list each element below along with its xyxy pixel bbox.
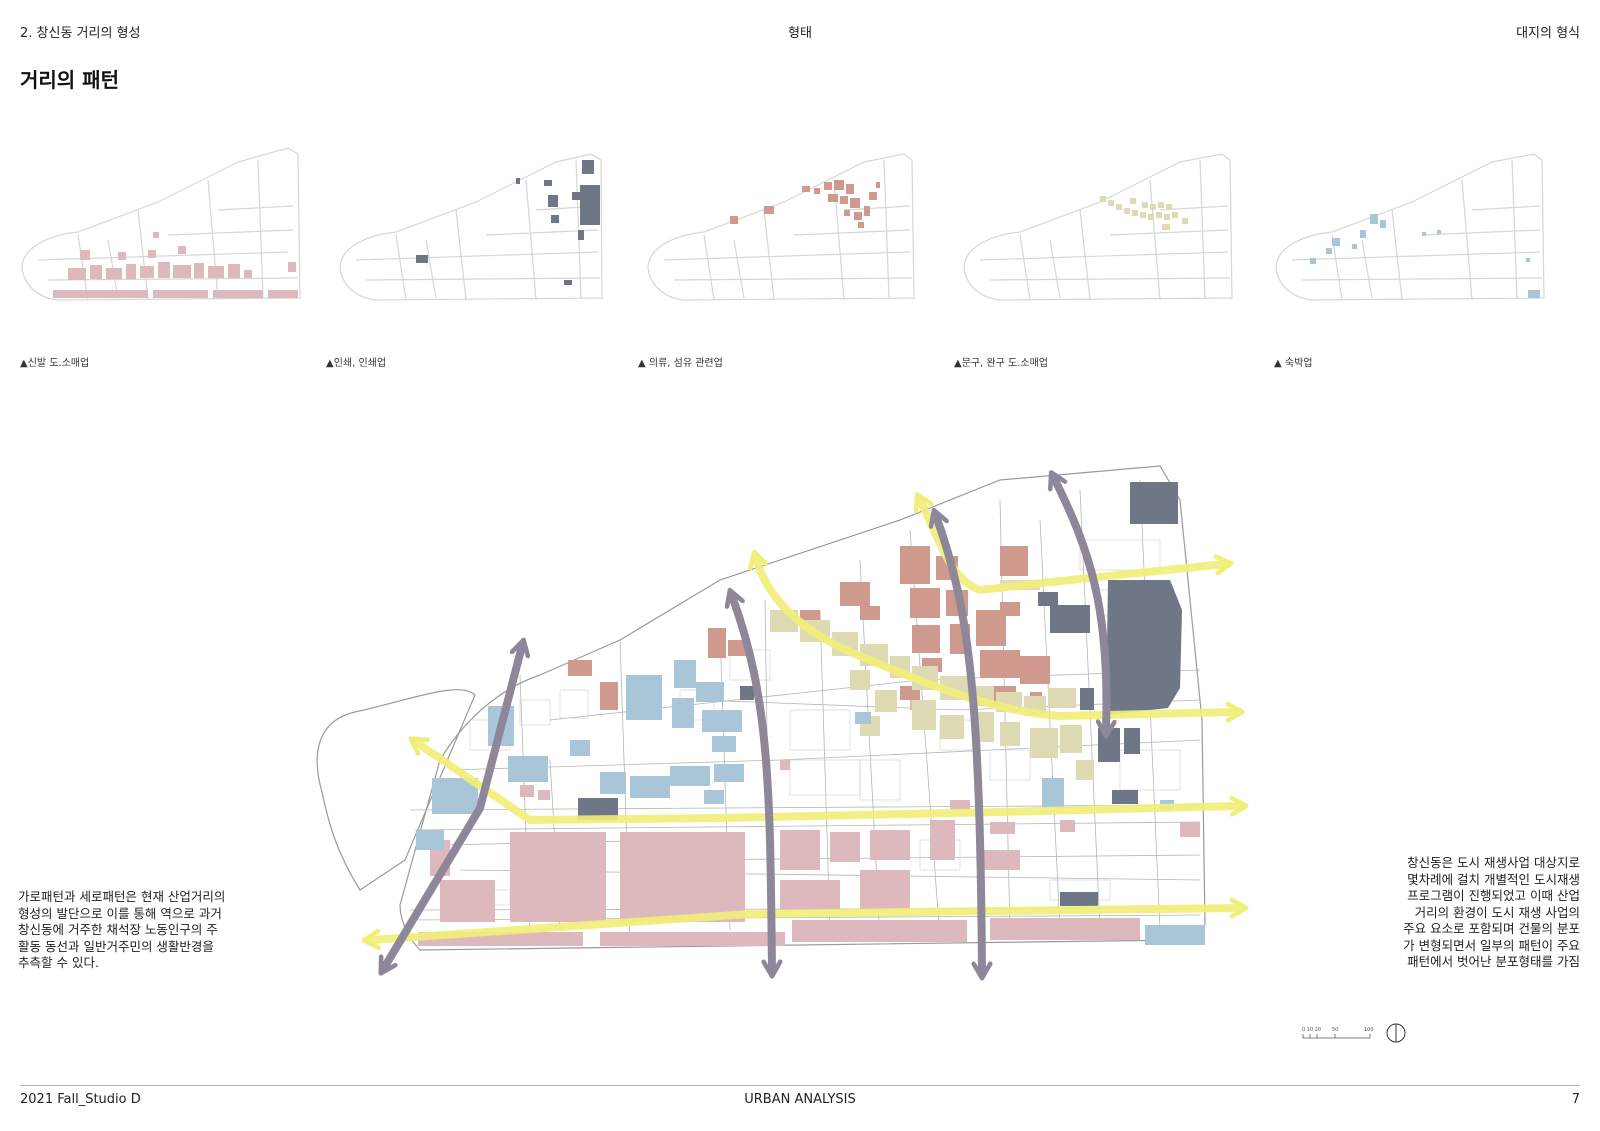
caption-lodging: ▲ 숙박업: [1274, 358, 1313, 369]
caption-printing: ▲인쇄, 인쇄업: [326, 358, 387, 369]
footer-section: URBAN ANALYSIS: [744, 1092, 856, 1107]
thumbnail-shoe-wholesale: [21, 147, 301, 301]
thumbnail-printing: [339, 153, 603, 301]
thumbnail-textile: [647, 153, 915, 301]
page-title: 거리의 패턴: [20, 68, 119, 92]
north-arrow-icon: [1386, 1023, 1406, 1043]
subcategory-heading: 대지의 형식: [1516, 26, 1580, 41]
page-number: 7: [1571, 1092, 1580, 1107]
footer-divider: [20, 1085, 1580, 1086]
description-left: 가로패턴과 세로패턴은 현재 산업거리의 형성의 발단으로 이를 통해 역으로 …: [18, 889, 226, 970]
description-right: 창신동은 도시 재생사업 대상지로 몇차례에 걸치 개별적인 도시재생 프로그램…: [1403, 855, 1580, 969]
footer-studio: 2021 Fall_Studio D: [20, 1092, 141, 1107]
section-heading: 2. 창신동 거리의 형성: [20, 26, 141, 41]
category-heading: 형태: [788, 26, 812, 41]
thumbnail-lodging: [1275, 153, 1545, 301]
street-pattern-map: [316, 465, 1290, 1000]
scale-label-mid: 50: [1332, 1027, 1338, 1033]
scale-label-start: 0 10 20: [1302, 1027, 1321, 1033]
caption-textile: ▲ 의류, 섬유 관련업: [638, 358, 723, 369]
scale-label-end: 100: [1364, 1027, 1374, 1033]
caption-stationery: ▲문구, 완구 도.소매업: [954, 358, 1049, 369]
caption-shoe-wholesale: ▲신발 도.소매업: [20, 358, 90, 369]
scale-bar: 0 10 20 50 100: [1302, 1023, 1406, 1043]
thumbnail-stationery: [963, 153, 1233, 301]
vertical-flows: [384, 478, 1107, 972]
